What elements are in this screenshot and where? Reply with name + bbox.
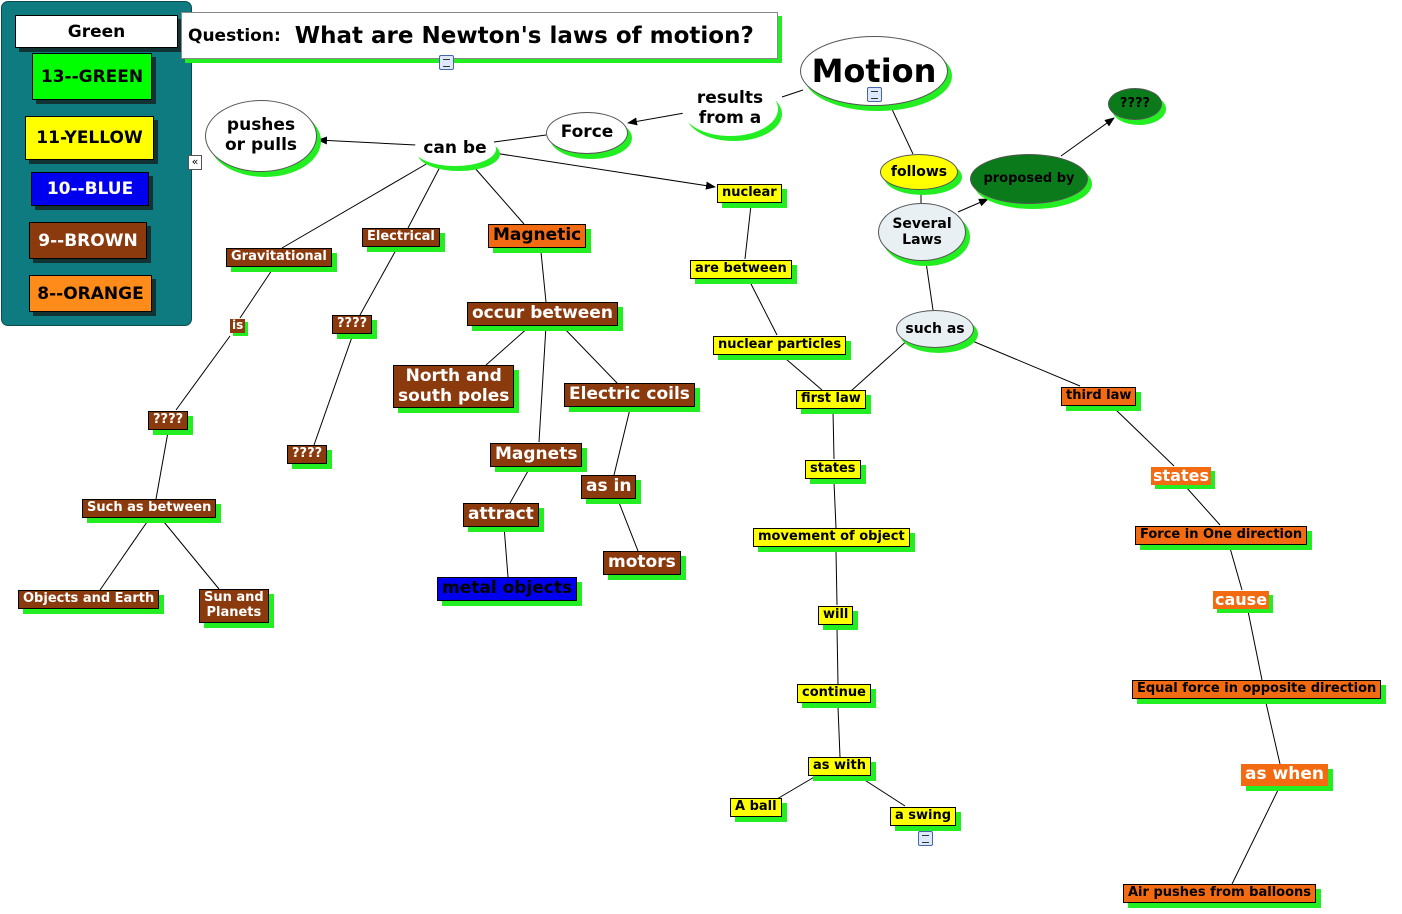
node-as-when[interactable]: as when bbox=[1241, 764, 1328, 786]
node-nuclear-particles[interactable]: nuclear particles bbox=[713, 336, 847, 355]
node-is[interactable]: is bbox=[230, 318, 246, 333]
node-electric-coils[interactable]: Electric coils bbox=[564, 383, 695, 407]
node-magnets[interactable]: Magnets bbox=[490, 443, 583, 467]
node-air-pushes[interactable]: Air pushes from balloons bbox=[1123, 884, 1317, 903]
legend-panel: Green 13--GREEN 11-YELLOW 10--BLUE 9--BR… bbox=[1, 1, 192, 326]
node-a-ball[interactable]: A ball bbox=[730, 798, 782, 817]
node-pushes-or-pulls[interactable]: pushes or pulls bbox=[205, 100, 317, 172]
legend-item-green: 13--GREEN bbox=[32, 53, 152, 100]
node-attract[interactable]: attract bbox=[463, 503, 539, 527]
node-as-with[interactable]: as with bbox=[808, 757, 871, 776]
node-magnetic[interactable]: Magnetic bbox=[488, 224, 587, 248]
legend-item-brown: 9--BROWN bbox=[29, 222, 147, 259]
image-icon[interactable] bbox=[918, 831, 933, 846]
node-gravitational[interactable]: Gravitational bbox=[226, 248, 332, 267]
node-first-law[interactable]: first law bbox=[796, 390, 866, 409]
document-icon[interactable] bbox=[439, 55, 454, 70]
node-such-as-between[interactable]: Such as between bbox=[82, 499, 217, 518]
node-nuclear[interactable]: nuclear bbox=[717, 184, 782, 203]
node-objects-and-earth[interactable]: Objects and Earth bbox=[18, 590, 160, 609]
node-as-in[interactable]: as in bbox=[581, 475, 637, 499]
node-results-from-a[interactable]: results from a bbox=[682, 82, 778, 136]
node-force-in-one-direction[interactable]: Force in One direction bbox=[1135, 526, 1308, 545]
node-are-between[interactable]: are between bbox=[690, 260, 792, 279]
question-prefix: Question: bbox=[188, 25, 281, 46]
node-several-laws[interactable]: Several Laws bbox=[878, 203, 966, 261]
question-text: What are Newton's laws of motion? bbox=[294, 22, 754, 49]
node-movement-of-object[interactable]: movement of object bbox=[753, 528, 910, 547]
node-north-and-south-poles[interactable]: North and south poles bbox=[393, 365, 515, 409]
node-will[interactable]: will bbox=[818, 606, 854, 625]
node-can-be[interactable]: can be bbox=[414, 132, 496, 166]
node-occur-between[interactable]: occur between bbox=[467, 302, 618, 326]
node-unknown-elec-2[interactable]: ???? bbox=[287, 445, 328, 464]
node-states-3[interactable]: states bbox=[1151, 466, 1211, 486]
legend-title: Green bbox=[15, 15, 178, 48]
node-equal-force[interactable]: Equal force in opposite direction bbox=[1132, 680, 1382, 699]
node-electrical[interactable]: Electrical bbox=[362, 228, 440, 247]
node-states-1[interactable]: states bbox=[805, 460, 861, 479]
question-box: Question: What are Newton's laws of moti… bbox=[181, 12, 778, 59]
node-third-law[interactable]: third law bbox=[1061, 387, 1137, 406]
node-metal-objects[interactable]: metal objects bbox=[437, 577, 578, 601]
media-icon[interactable] bbox=[867, 87, 882, 102]
collapse-legend-icon[interactable]: « bbox=[188, 155, 202, 170]
node-unknown-green[interactable]: ???? bbox=[1108, 88, 1162, 120]
legend-item-yellow: 11-YELLOW bbox=[25, 116, 154, 160]
node-follows[interactable]: follows bbox=[880, 154, 958, 190]
legend-item-blue: 10--BLUE bbox=[31, 172, 149, 206]
node-cause[interactable]: cause bbox=[1213, 590, 1270, 610]
node-continue[interactable]: continue bbox=[797, 684, 871, 703]
node-force[interactable]: Force bbox=[546, 112, 628, 154]
node-proposed-by[interactable]: proposed by bbox=[970, 154, 1088, 204]
node-unknown-grav[interactable]: ???? bbox=[148, 411, 189, 430]
node-a-swing[interactable]: a swing bbox=[890, 807, 957, 826]
node-such-as[interactable]: such as bbox=[896, 310, 974, 348]
legend-item-orange: 8--ORANGE bbox=[29, 275, 152, 312]
node-sun-and-planets[interactable]: Sun and Planets bbox=[199, 589, 269, 623]
node-motors[interactable]: motors bbox=[603, 551, 681, 575]
node-unknown-elec-1[interactable]: ???? bbox=[332, 315, 373, 334]
